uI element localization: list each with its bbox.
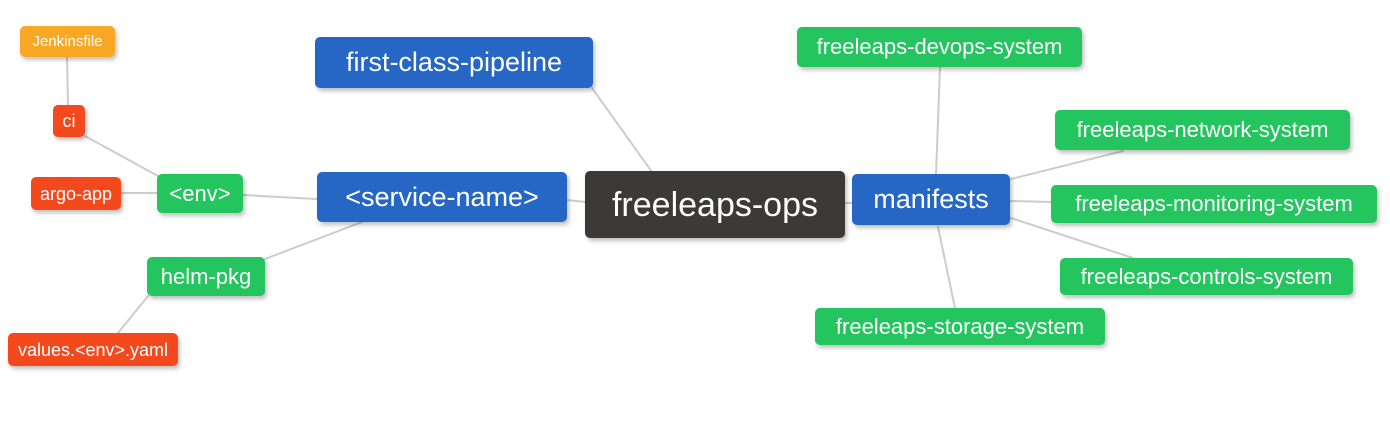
edge-env-service-name bbox=[242, 194, 318, 200]
edge-manifests-network bbox=[1010, 150, 1124, 180]
edge-helm-pkg-values bbox=[117, 295, 149, 334]
edge-jenkinsfile-ci bbox=[66, 56, 69, 106]
node-first-class-pipeline[interactable]: first-class-pipeline bbox=[315, 37, 593, 88]
node-service-name[interactable]: <service-name> bbox=[317, 172, 567, 222]
node-freeleaps-storage-system[interactable]: freeleaps-storage-system bbox=[815, 308, 1105, 345]
node-jenkinsfile[interactable]: Jenkinsfile bbox=[20, 26, 115, 57]
node-helm-pkg[interactable]: helm-pkg bbox=[147, 257, 265, 296]
edge-manifests-storage bbox=[937, 226, 956, 309]
edge-helm-pkg-service-name bbox=[264, 221, 363, 260]
edge-pipeline-ops bbox=[591, 87, 653, 173]
edge-ci-env bbox=[84, 135, 159, 177]
edge-manifests-controls bbox=[1010, 217, 1134, 259]
node-env[interactable]: <env> bbox=[157, 174, 243, 213]
edge-manifests-devops bbox=[935, 66, 941, 176]
node-freeleaps-devops-system[interactable]: freeleaps-devops-system bbox=[797, 27, 1082, 67]
node-freeleaps-controls-system[interactable]: freeleaps-controls-system bbox=[1060, 258, 1353, 295]
node-ci[interactable]: ci bbox=[53, 105, 85, 137]
node-freeleaps-network-system[interactable]: freeleaps-network-system bbox=[1055, 110, 1350, 150]
node-manifests[interactable]: manifests bbox=[852, 174, 1010, 225]
node-values-env-yaml[interactable]: values.<env>.yaml bbox=[8, 333, 178, 366]
node-argo-app[interactable]: argo-app bbox=[31, 177, 121, 210]
edge-service-name-ops bbox=[566, 199, 586, 203]
node-freeleaps-monitoring-system[interactable]: freeleaps-monitoring-system bbox=[1051, 185, 1377, 223]
node-freeleaps-ops[interactable]: freeleaps-ops bbox=[585, 171, 845, 238]
edge-manifests-monitoring bbox=[1009, 200, 1052, 203]
